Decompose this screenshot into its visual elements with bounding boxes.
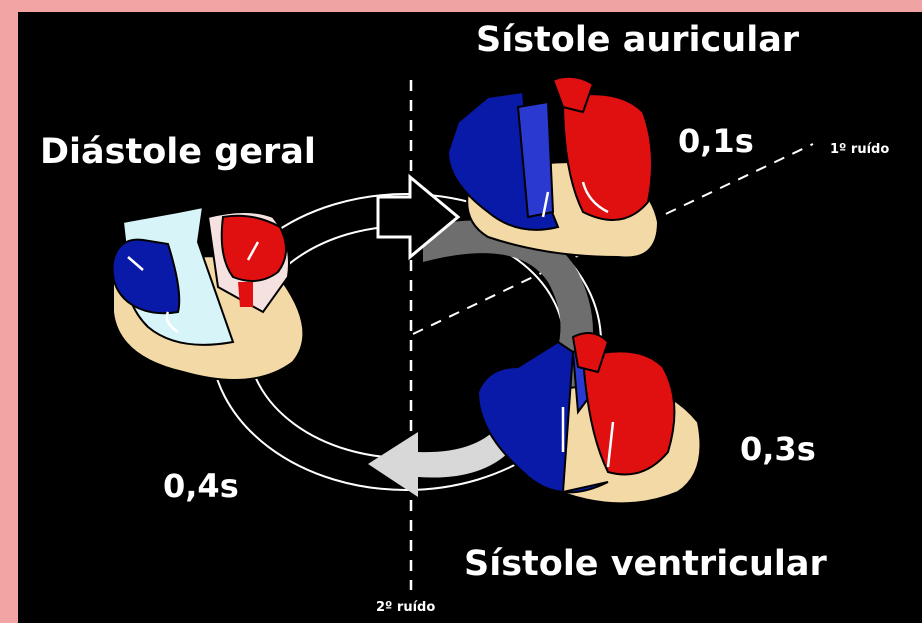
atrial-systole-duration: 0,1s bbox=[678, 122, 754, 160]
heart-atrial-systole-icon bbox=[448, 77, 658, 258]
ventricular-systole-title: Sístole ventricular bbox=[464, 544, 827, 584]
first-heart-sound-label: 1º ruído bbox=[830, 142, 889, 157]
second-heart-sound-label: 2º ruído bbox=[376, 600, 435, 615]
cycle-graphic bbox=[18, 12, 922, 623]
atrial-systole-title: Sístole auricular bbox=[476, 20, 799, 60]
diagram-panel: Diástole geral Sístole auricular Sístole… bbox=[18, 12, 922, 623]
ventricular-systole-duration: 0,3s bbox=[740, 430, 816, 468]
heart-diastole-icon bbox=[113, 207, 304, 380]
frame-left-border bbox=[0, 0, 18, 623]
diastole-duration: 0,4s bbox=[163, 467, 239, 505]
frame-top-border bbox=[0, 0, 240, 12]
heart-ventricular-systole-icon bbox=[478, 333, 701, 503]
diastole-title: Diástole geral bbox=[40, 132, 316, 172]
